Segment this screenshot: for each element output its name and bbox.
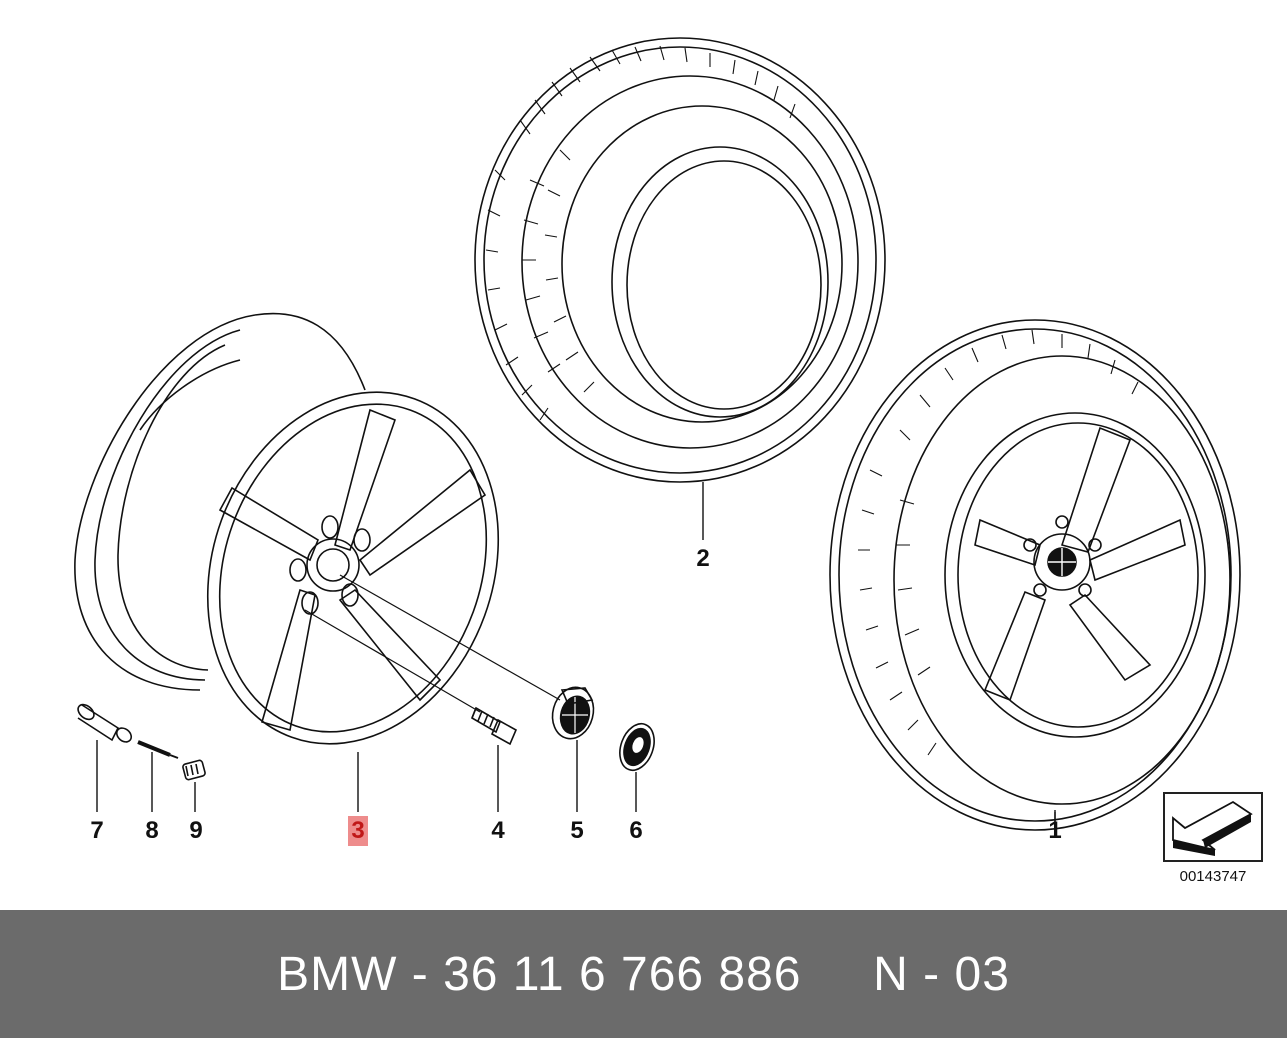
callout-6: 6 <box>629 817 643 844</box>
wheel-bolt-illustration <box>471 706 518 746</box>
valve-core-illustration <box>137 740 179 759</box>
valve-illustration <box>77 703 133 743</box>
callout-4: 4 <box>491 817 505 844</box>
complete-wheel-illustration <box>829 319 1241 831</box>
emblem-illustration <box>619 722 655 772</box>
callout-2: 2 <box>696 545 710 572</box>
part-number-text: BMW - 36 11 6 766 886 N - 03 <box>277 947 1010 1001</box>
parts-diagram <box>74 37 1241 831</box>
callout-7: 7 <box>90 817 104 844</box>
callout-8: 8 <box>145 817 159 844</box>
hub-cap-illustration <box>551 686 595 740</box>
callout-1: 1 <box>1048 817 1062 844</box>
footer-bar: BMW - 36 11 6 766 886 N - 03 <box>0 910 1287 1038</box>
valve-cap-illustration <box>182 759 206 781</box>
callout-9: 9 <box>189 817 203 844</box>
diagram-number: 00143747 <box>1179 868 1247 885</box>
callout-5: 5 <box>570 817 584 844</box>
tire-illustration <box>474 37 886 483</box>
callout-3[interactable]: 3 <box>348 816 368 846</box>
callout-leaders <box>96 482 1056 828</box>
arrow-icon <box>1172 800 1253 856</box>
rim-illustration <box>74 312 561 745</box>
direction-arrow-box[interactable] <box>1163 792 1263 862</box>
